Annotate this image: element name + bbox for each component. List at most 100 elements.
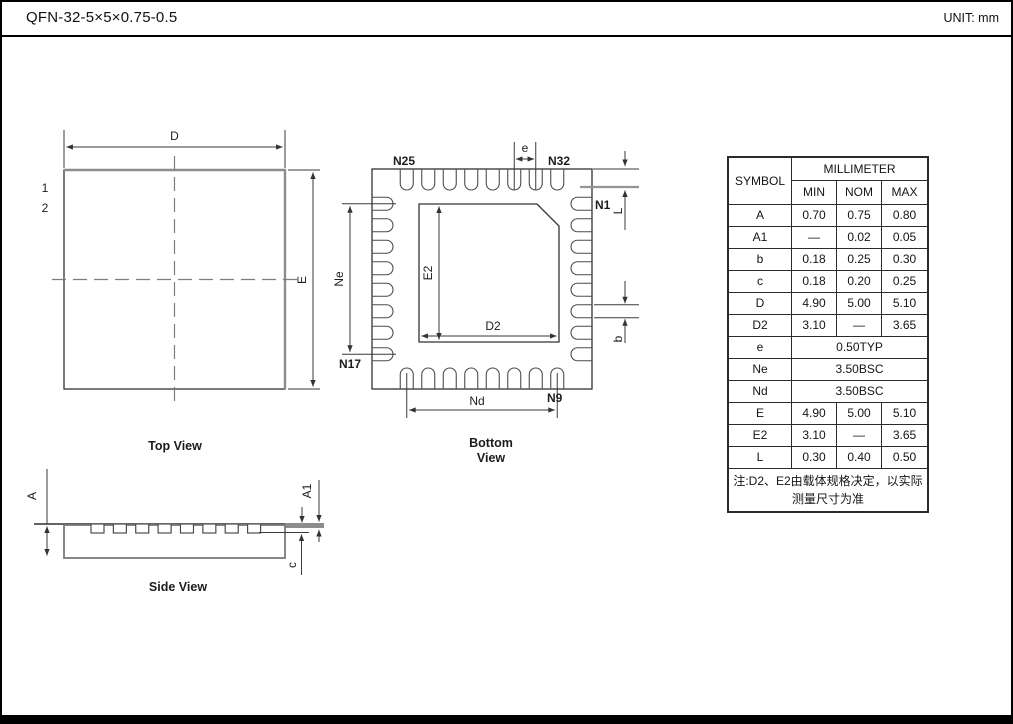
table-row: b 0.18 0.25 0.30 — [727, 247, 929, 271]
nom-cell: 0.25 — [836, 247, 882, 271]
side-lead — [246, 523, 262, 534]
symbol-cell: D — [727, 291, 792, 315]
d-dimension-label: D — [170, 129, 179, 143]
e2-dimension-label: E2 — [421, 265, 435, 280]
qfn-pad — [372, 304, 394, 319]
nom-cell: 0.75 — [836, 203, 882, 227]
qfn-pad — [485, 367, 500, 389]
table-note: 注:D2、E2由载体规格决定，以实际测量尺寸为准 — [727, 467, 929, 512]
qfn-pad — [485, 169, 500, 191]
pin-n9-label: N9 — [547, 391, 563, 405]
span-value-cell: 0.50TYP — [791, 335, 929, 359]
table-row: Ne 3.50BSC — [727, 357, 929, 381]
max-cell: 5.10 — [881, 401, 929, 425]
nd-dimension-label: Nd — [469, 394, 484, 408]
bottom-view-caption-line2: View — [477, 451, 506, 465]
qfn-pad — [399, 169, 414, 191]
symbol-cell: E2 — [727, 423, 792, 447]
symbol-cell: E — [727, 401, 792, 425]
qfn-pad — [570, 196, 592, 211]
max-cell: 5.10 — [881, 291, 929, 315]
package-title: QFN-32-5×5×0.75-0.5 — [26, 9, 178, 26]
nom-cell: 5.00 — [836, 401, 882, 425]
table-row: A1 — 0.02 0.05 — [727, 225, 929, 249]
symbol-cell: Ne — [727, 357, 792, 381]
qfn-pad — [550, 169, 565, 191]
max-cell: 0.25 — [881, 269, 929, 293]
qfn-pad — [442, 169, 457, 191]
qfn-pad — [464, 367, 479, 389]
symbol-cell: A — [727, 203, 792, 227]
max-cell: 3.65 — [881, 313, 929, 337]
min-cell: 0.70 — [791, 203, 837, 227]
table-header-nom: NOM — [836, 179, 882, 205]
c-dimension-label: c — [285, 562, 299, 568]
bottom-view: E2 D2 e Ne Nd L — [332, 141, 639, 465]
qfn-pad — [421, 367, 436, 389]
pin1-label: 1 — [42, 181, 49, 195]
nom-cell: 5.00 — [836, 291, 882, 315]
min-cell: 3.10 — [791, 423, 837, 447]
span-value-cell: 3.50BSC — [791, 379, 929, 403]
qfn-pad — [570, 218, 592, 233]
table-row: E2 3.10 — 3.65 — [727, 423, 929, 447]
qfn-pad — [528, 367, 543, 389]
min-cell: 0.18 — [791, 269, 837, 293]
table-header-millimeter: MILLIMETER — [791, 156, 929, 181]
qfn-pad — [372, 325, 394, 340]
min-cell: 4.90 — [791, 291, 837, 315]
qfn-pad — [570, 304, 592, 319]
symbol-cell: b — [727, 247, 792, 271]
nom-cell: 0.02 — [836, 225, 882, 249]
min-cell: 0.30 — [791, 445, 837, 469]
max-cell: 0.50 — [881, 445, 929, 469]
symbol-cell: c — [727, 269, 792, 293]
qfn-pad — [372, 282, 394, 297]
span-value-cell: 3.50BSC — [791, 357, 929, 381]
side-view-body-outline — [63, 524, 286, 559]
qfn-pad — [570, 282, 592, 297]
table-header-symbol: SYMBOL — [727, 156, 792, 205]
table-row: L 0.30 0.40 0.50 — [727, 445, 929, 469]
max-cell: 0.30 — [881, 247, 929, 271]
min-cell: 0.18 — [791, 247, 837, 271]
table-row: D 4.90 5.00 5.10 — [727, 291, 929, 315]
table-row: A 0.70 0.75 0.80 — [727, 203, 929, 227]
side-lead — [179, 523, 195, 534]
qfn-pad — [550, 367, 565, 389]
side-lead — [112, 523, 127, 534]
nom-cell: — — [836, 423, 882, 447]
symbol-cell: D2 — [727, 313, 792, 337]
symbol-cell: Nd — [727, 379, 792, 403]
top-view-caption: Top View — [148, 439, 202, 453]
l-dimension-label: L — [611, 207, 625, 214]
table-row: e 0.50TYP — [727, 335, 929, 359]
b-dimension-label: b — [611, 335, 625, 342]
a-dimension-label: A — [25, 492, 39, 500]
pitch-dimension-label: e — [522, 141, 529, 155]
qfn-pad — [442, 367, 457, 389]
qfn-pad — [507, 367, 522, 389]
top-view-body-shadow-edge — [64, 168, 287, 389]
qfn-pad — [570, 261, 592, 276]
min-cell: 4.90 — [791, 401, 837, 425]
exposed-pad-outline — [418, 203, 560, 343]
max-cell: 0.80 — [881, 203, 929, 227]
top-view: D E 1 2 Top View — [42, 129, 320, 453]
title-bar: QFN-32-5×5×0.75-0.5 UNIT: mm — [2, 2, 1011, 37]
symbol-cell: L — [727, 445, 792, 469]
side-lead — [202, 523, 217, 534]
min-cell: — — [791, 225, 837, 249]
nom-cell: — — [836, 313, 882, 337]
symbol-cell: A1 — [727, 225, 792, 249]
max-cell: 0.05 — [881, 225, 929, 249]
side-view-caption: Side View — [149, 580, 207, 594]
qfn-pad — [372, 218, 394, 233]
min-cell: 3.10 — [791, 313, 837, 337]
qfn-pad — [464, 169, 479, 191]
pin-n17-label: N17 — [339, 357, 361, 371]
dimension-table: SYMBOL MILLIMETER MIN NOM MAX A 0.70 0.7… — [727, 156, 929, 513]
nom-cell: 0.20 — [836, 269, 882, 293]
nom-cell: 0.40 — [836, 445, 882, 469]
table-header-min: MIN — [791, 179, 837, 205]
